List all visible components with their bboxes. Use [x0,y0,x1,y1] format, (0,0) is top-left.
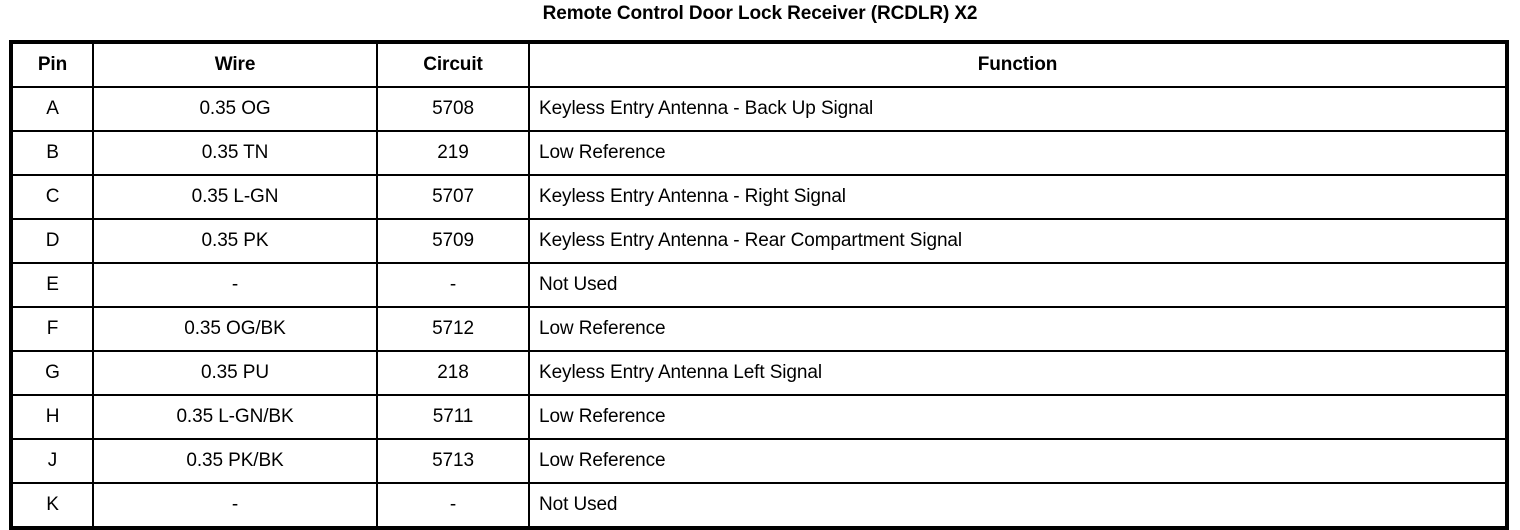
cell-wire: 0.35 PU [92,350,378,396]
cell-wire: 0.35 OG/BK [92,306,378,352]
cell-pin: E [10,262,94,308]
cell-wire: 0.35 PK/BK [92,438,378,484]
cell-function: Keyless Entry Antenna - Right Signal [528,174,1508,220]
page-title: Remote Control Door Lock Receiver (RCDLR… [542,3,978,24]
cell-pin: K [10,482,94,529]
cell-pin: C [10,174,94,220]
cell-pin: A [10,86,94,132]
cell-function: Not Used [528,262,1508,308]
cell-wire: 0.35 L-GN [92,174,378,220]
cell-function: Low Reference [528,394,1508,440]
cell-function: Keyless Entry Antenna - Rear Compartment… [528,218,1508,264]
cell-circuit: 5708 [376,86,530,132]
column-header-circuit: Circuit [376,41,530,88]
table-header-row: Pin Wire Circuit Function [10,41,1508,88]
cell-wire: 0.35 OG [92,86,378,132]
column-header-function: Function [528,41,1508,88]
cell-circuit: 5712 [376,306,530,352]
cell-circuit: - [376,262,530,308]
cell-circuit: 5711 [376,394,530,440]
cell-function: Keyless Entry Antenna - Back Up Signal [528,86,1508,132]
cell-pin: F [10,306,94,352]
cell-circuit: 5713 [376,438,530,484]
cell-function: Not Used [528,482,1508,529]
cell-function: Low Reference [528,130,1508,176]
cell-function: Low Reference [528,306,1508,352]
connector-pinout-page: Remote Control Door Lock Receiver (RCDLR… [9,3,1509,530]
column-header-wire: Wire [92,41,378,88]
cell-wire: 0.35 L-GN/BK [92,394,378,440]
cell-pin: B [10,130,94,176]
cell-wire: 0.35 TN [92,130,378,176]
cell-function: Keyless Entry Antenna Left Signal [528,350,1508,396]
cell-pin: D [10,218,94,264]
cell-circuit: 5709 [376,218,530,264]
cell-wire: - [92,262,378,308]
cell-wire: 0.35 PK [92,218,378,264]
cell-pin: H [10,394,94,440]
column-header-pin: Pin [10,41,94,88]
cell-pin: G [10,350,94,396]
table-header: Pin Wire Circuit Function [10,41,1508,88]
table-row: E--Not Used [10,262,1508,308]
cell-circuit: 5707 [376,174,530,220]
cell-circuit: 219 [376,130,530,176]
cell-circuit: - [376,482,530,529]
cell-wire: - [92,482,378,529]
cell-circuit: 218 [376,350,530,396]
cell-function: Low Reference [528,438,1508,484]
cell-pin: J [10,438,94,484]
table-row: K--Not Used [10,482,1508,529]
